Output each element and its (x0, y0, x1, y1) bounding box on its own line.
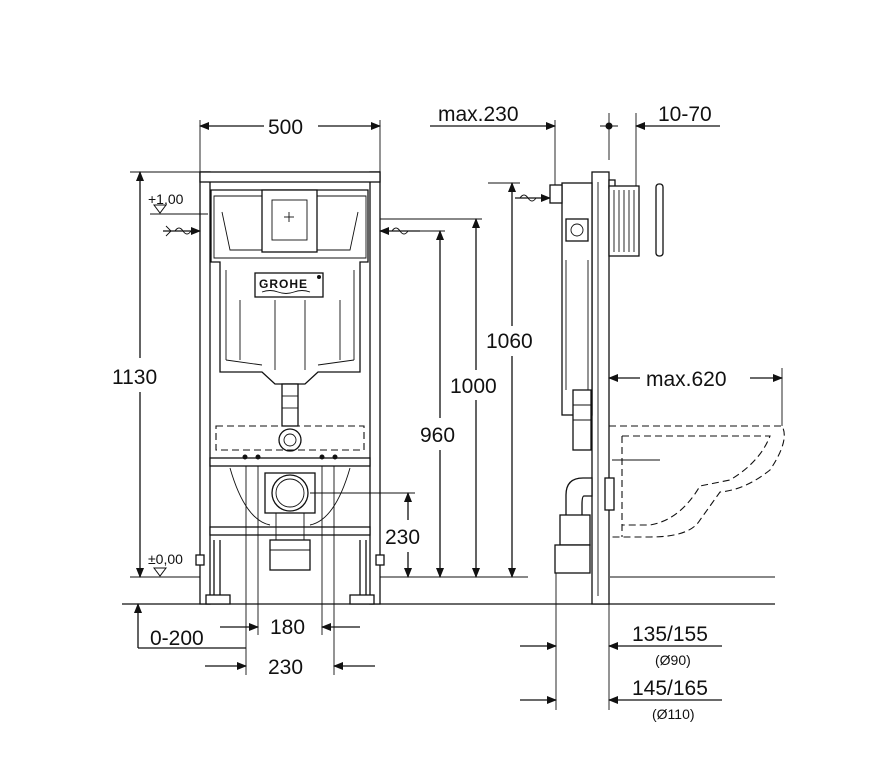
dim-bowl-projection-label: max.620 (646, 368, 727, 391)
dim-pipe-90: 135/155 (Ø90) (520, 604, 722, 710)
side-frame (554, 171, 616, 605)
level-zero-label: ±0,00 (148, 551, 183, 567)
front-frame (195, 171, 385, 605)
dim-offset: 0-200 (134, 603, 246, 650)
dim-height-label: 1130 (112, 366, 157, 389)
dim-1060-label: 1060 (486, 330, 533, 353)
dim-960: 960 (420, 230, 455, 578)
toilet-bowl-outline (604, 425, 785, 538)
water-inlet-right (379, 227, 420, 235)
flush-pipe (215, 383, 365, 526)
brand-logo-text: GROHE (259, 277, 308, 291)
dim-pipe-90-label: 135/155 (632, 623, 708, 646)
level-zero-marker: ±0,00 (148, 551, 200, 578)
level-plus-label: +1,00 (148, 191, 184, 207)
dim-height: 1130 (112, 171, 200, 578)
dim-outlet-height-label: 230 (385, 526, 420, 549)
dim-max-depth-label: max.230 (438, 103, 519, 126)
dim-pipe-spacing: 180 (220, 466, 360, 639)
dim-offset-label: 0-200 (150, 627, 204, 650)
dim-960-label: 960 (420, 424, 455, 447)
dim-1000: 1000 (380, 218, 497, 578)
dim-width-label: 500 (268, 116, 303, 139)
drain-outlet (264, 472, 316, 571)
dim-pipe-110: 145/165 (Ø110) (520, 677, 722, 722)
dim-wall-range: 10-70 (600, 103, 720, 186)
dim-pipe-spacing-label: 180 (270, 616, 305, 639)
dim-max-depth: max.230 (430, 103, 556, 185)
dim-pipe-90-dia: (Ø90) (655, 652, 691, 668)
level-plus-marker: +1,00 (148, 191, 208, 215)
dim-width: 500 (199, 116, 381, 172)
water-inlet-left (163, 225, 201, 237)
dim-pipe-110-label: 145/165 (632, 677, 708, 700)
flush-plate (608, 183, 664, 257)
side-water-inlet (515, 184, 563, 204)
dim-outer-spacing: 230 (205, 466, 375, 679)
brand-logo: GROHE (254, 272, 324, 298)
dim-1000-label: 1000 (450, 375, 497, 398)
dim-outlet-height: 230 (310, 492, 420, 578)
dim-1060: 1060 (486, 182, 533, 578)
dim-outer-spacing-label: 230 (268, 656, 303, 679)
dim-bowl-projection: max.620 (608, 368, 783, 426)
dim-pipe-110-dia: (Ø110) (652, 706, 695, 722)
dim-wall-range-label: 10-70 (658, 103, 712, 126)
